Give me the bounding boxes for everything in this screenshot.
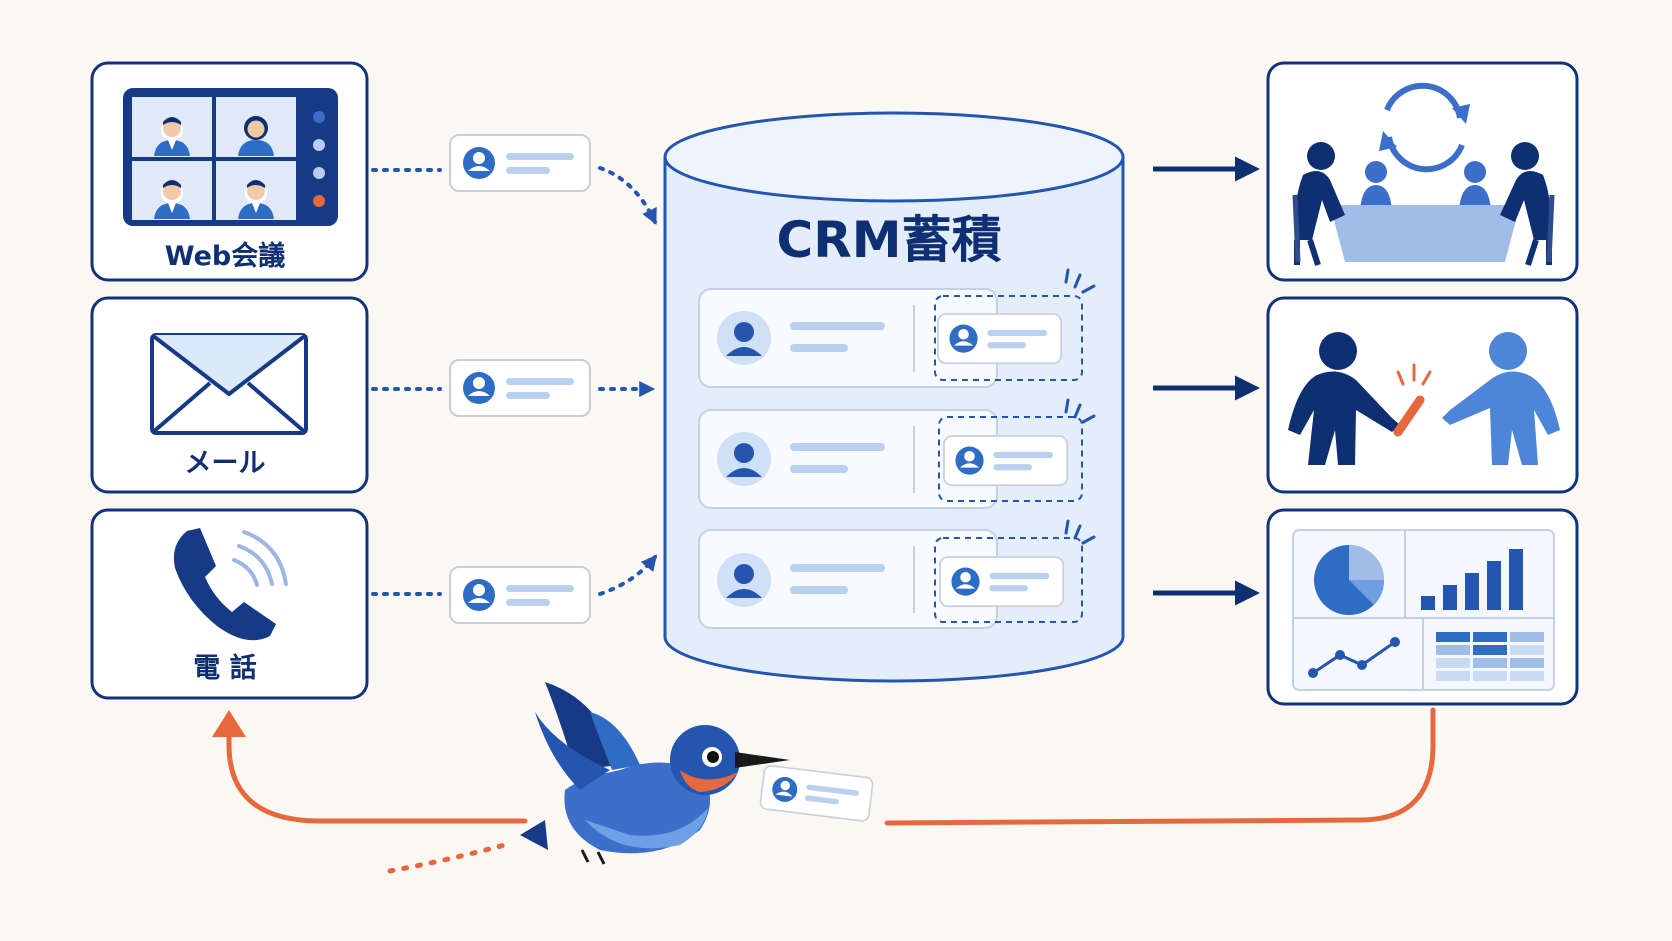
output-box-handshake [1266, 296, 1579, 494]
output-box-dashboard [1266, 508, 1579, 706]
dashboard-analytics-icon [1292, 529, 1555, 691]
source-box-phone: 電 話 [90, 508, 369, 700]
output-box-meeting [1266, 61, 1579, 282]
phone-icon [173, 528, 288, 641]
contact-chip [449, 566, 591, 624]
source-label-web-meeting: Web会議 [165, 241, 285, 272]
crm-database: CRM蓄積 [663, 111, 1125, 683]
connector-web-to-crm [371, 134, 657, 225]
connector-mail-to-crm [371, 359, 656, 417]
source-label-phone: 電 話 [193, 652, 256, 684]
crm-record [698, 268, 1096, 388]
feedback-loop [212, 707, 1436, 874]
crm-record [698, 519, 1096, 629]
contact-chip [758, 764, 875, 823]
meeting-sync-icon [1292, 82, 1555, 266]
crm-record [698, 398, 1096, 509]
envelope-icon [150, 333, 308, 435]
source-box-mail: メール [90, 296, 369, 494]
crm-title: CRM蓄積 [777, 211, 1002, 269]
video-conference-icon [123, 88, 338, 226]
contact-chip [449, 134, 591, 192]
connector-phone-to-crm [371, 554, 657, 624]
source-label-mail: メール [185, 448, 266, 479]
source-box-web-meeting: Web会議 [90, 61, 369, 282]
kingfisher-bird-icon [520, 682, 875, 865]
handshake-icon [1288, 332, 1560, 465]
contact-chip [449, 359, 591, 417]
